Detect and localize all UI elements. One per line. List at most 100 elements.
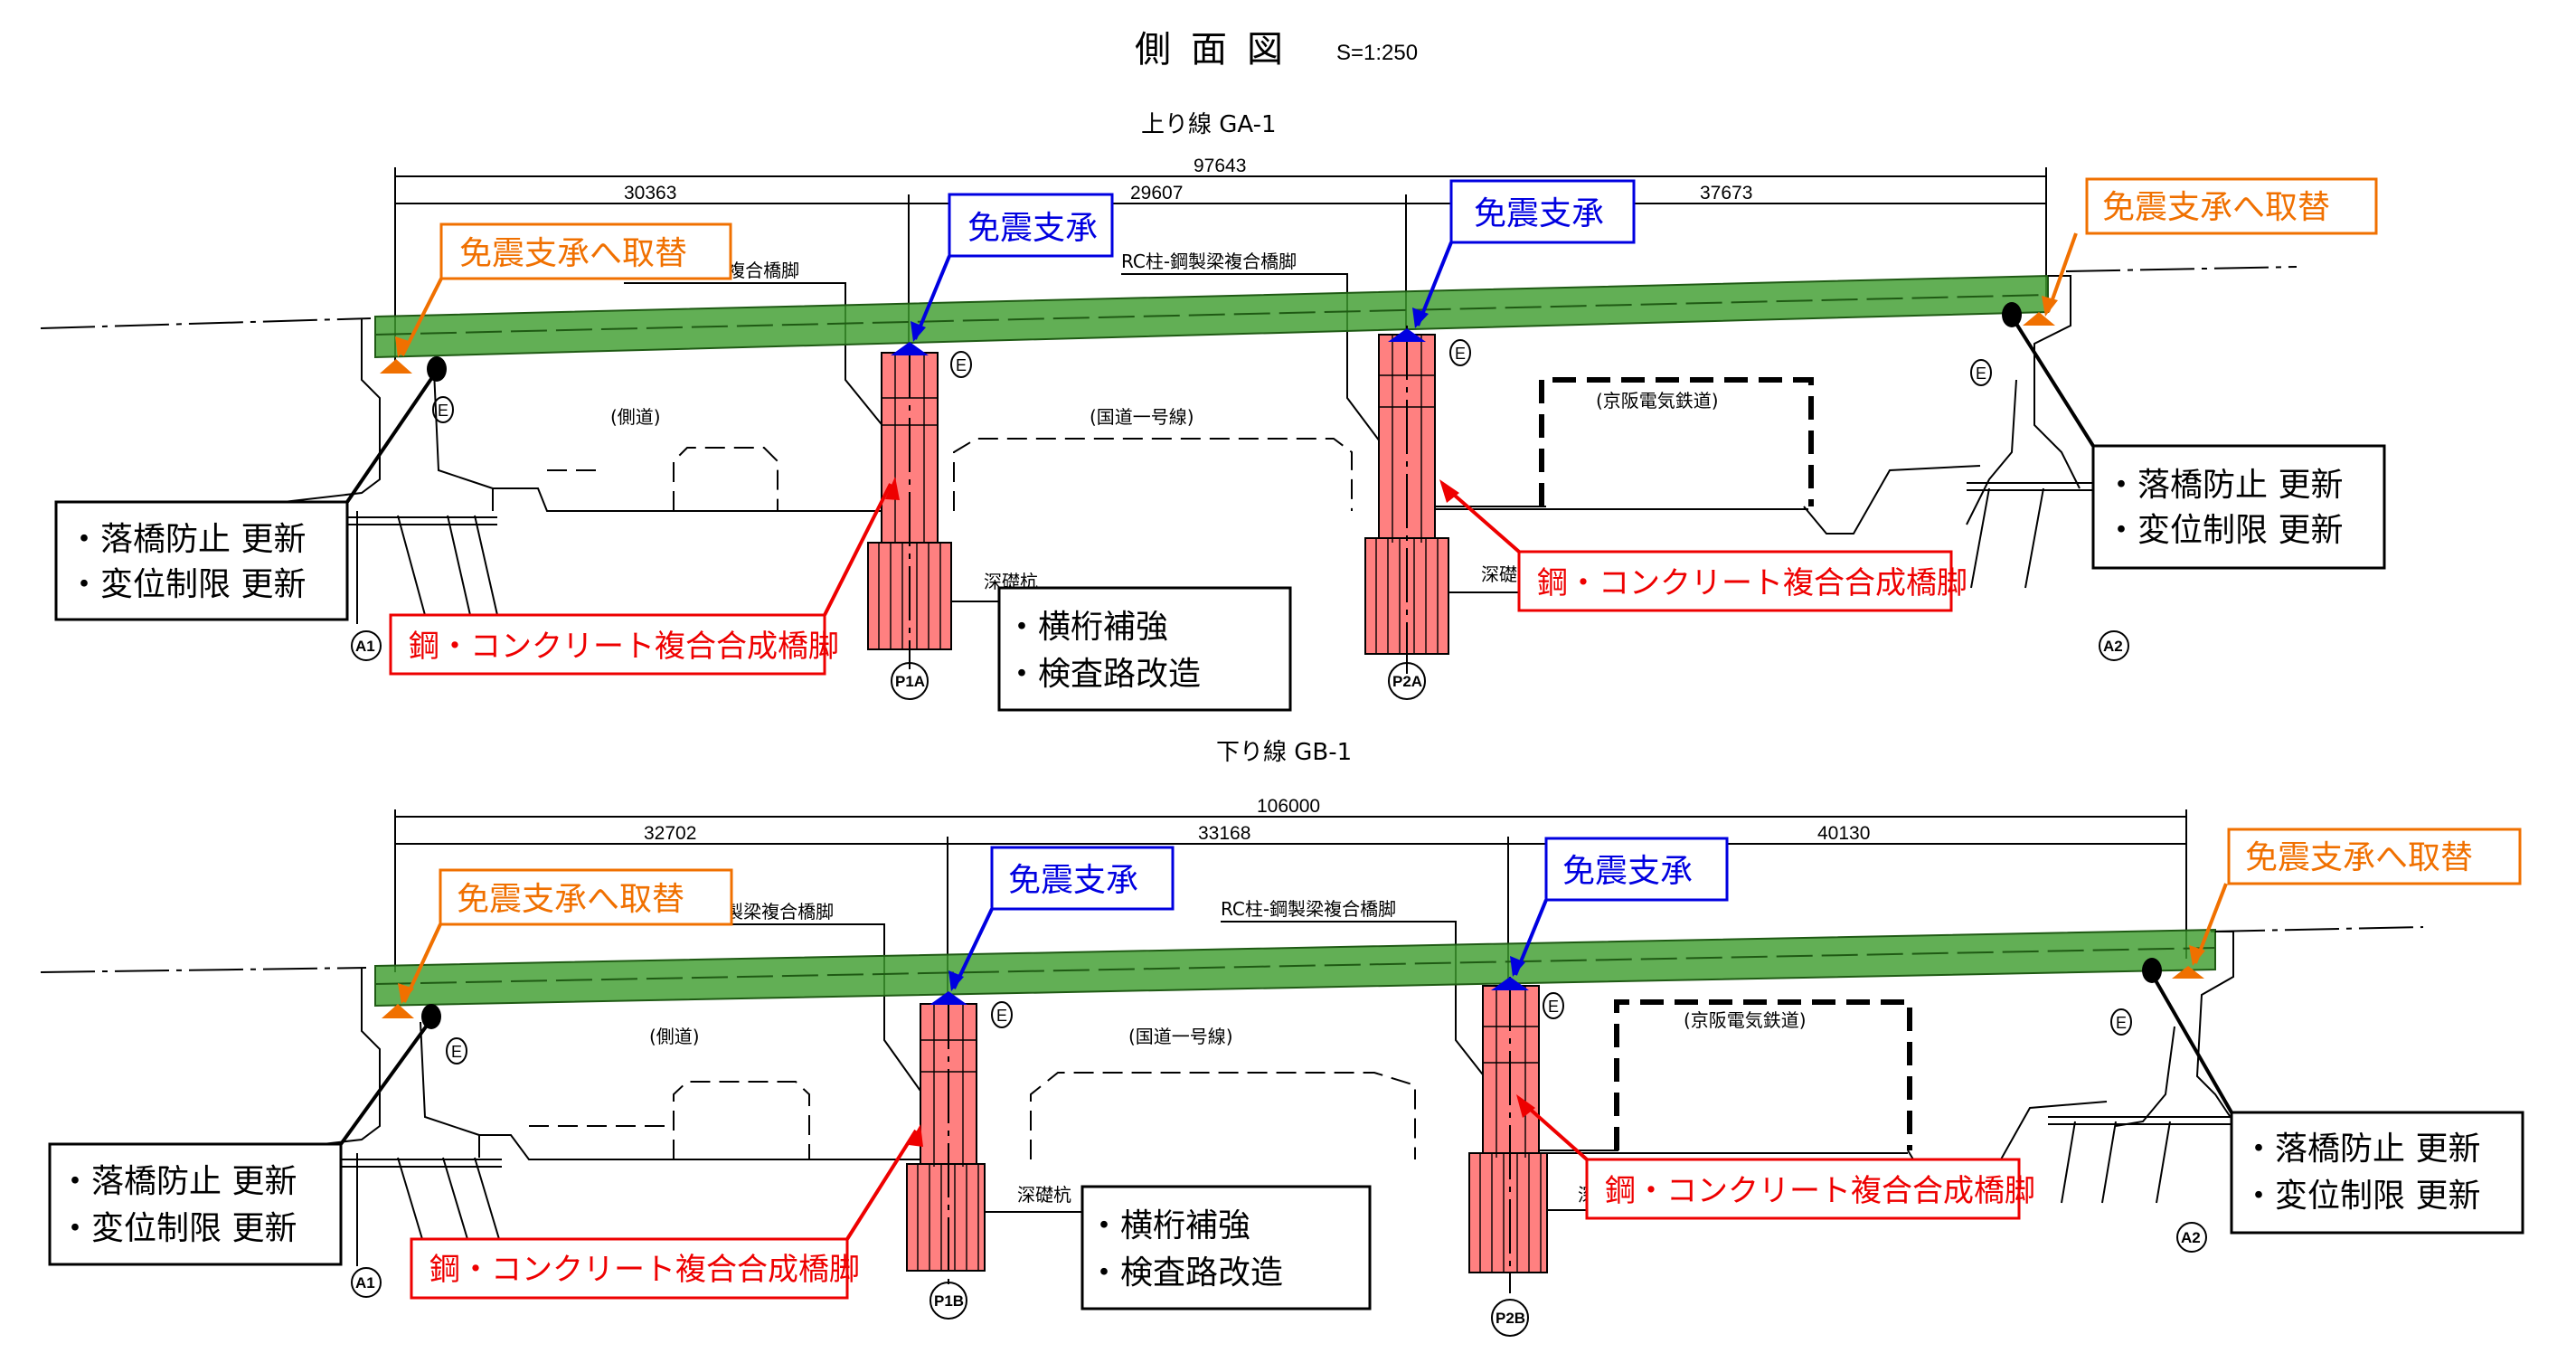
bearing-triangle (891, 342, 929, 355)
abutment-bearing-triangle (382, 1004, 414, 1018)
svg-text:・横桁補強: ・横桁補強 (1005, 609, 1168, 646)
pier-p1b (906, 991, 986, 1289)
callout-replace-bearing-a2: 免震支承へ取替 (2189, 828, 2522, 966)
restrainer-dot (2002, 302, 2022, 327)
e-marks: E E E E (432, 339, 1992, 423)
e-marks: E E E E (446, 992, 2132, 1064)
support-tags: A1 P1B P2B A2 (351, 1222, 2207, 1337)
svg-text:E: E (1548, 998, 1559, 1016)
abutment-bearing-triangle (2172, 966, 2204, 979)
restrainer-dot (2142, 958, 2162, 983)
svg-text:・落橋防止 更新: ・落橋防止 更新 (2242, 1131, 2480, 1168)
bearing-triangle (1491, 977, 1529, 990)
deep-pile-label: 深礎杭 (1017, 1184, 1071, 1206)
svg-text:E: E (1455, 345, 1466, 363)
svg-text:・検査路改造: ・検査路改造 (1005, 656, 1201, 693)
road-centerline (2210, 926, 2424, 932)
callout-composite-pier-p2b: 鋼・コンクリート複合合成橋脚 (1516, 1094, 2035, 1220)
callout-pier-works: ・横桁補強 ・検査路改造 (997, 586, 1292, 712)
callout-replace-bearing-a1: 免震支承へ取替 (398, 868, 733, 1004)
national-route-label: (国道一号線) (1090, 406, 1194, 428)
section-up-line: 上り線 GA-1 97643 30363 29607 37673 RC柱-鋼製梁… (40, 111, 2386, 712)
svg-text:・変位制限 更新: ・変位制限 更新 (68, 566, 306, 603)
girder (374, 274, 2049, 359)
bearing-triangle (1388, 328, 1426, 342)
svg-text:P1A: P1A (895, 673, 925, 690)
callout-composite-pier-p1a: 鋼・コンクリート複合合成橋脚 (389, 477, 900, 676)
railway-label: (京阪電気鉄道) (1596, 390, 1719, 412)
svg-text:・落橋防止 更新: ・落橋防止 更新 (2105, 467, 2343, 504)
restrainer-dot (421, 1004, 441, 1029)
svg-text:E: E (438, 402, 448, 420)
road-centerline (40, 967, 367, 973)
pier-p1a (867, 342, 952, 669)
callout-composite-pier-p1b: 鋼・コンクリート複合合成橋脚 (410, 1124, 923, 1300)
span-length-1: 30363 (624, 183, 676, 203)
pier-p2b (1468, 977, 1548, 1293)
section-title: 上り線 GA-1 (1141, 111, 1277, 138)
svg-text:免震支承へ取替: 免震支承へ取替 (2102, 189, 2330, 226)
railway-clearance (1539, 377, 1814, 506)
ground-profile (479, 999, 2108, 1181)
svg-text:A1: A1 (355, 638, 375, 655)
span-length-2: 29607 (1130, 183, 1183, 203)
callout-abutment-a2: ・落橋防止 更新 ・変位制限 更新 (2150, 973, 2524, 1235)
abutment-bearing-triangle (380, 359, 412, 374)
road-centerline (40, 317, 372, 329)
svg-text:P2A: P2A (1392, 673, 1422, 690)
svg-text:免震支承: 免震支承 (1562, 853, 1693, 890)
callout-abutment-a1: ・落橋防止 更新 ・変位制限 更新 (48, 1017, 433, 1266)
svg-text:E: E (2116, 1014, 2127, 1032)
svg-text:・横桁補強: ・横桁補強 (1088, 1207, 1250, 1244)
pier-p2a (1364, 326, 1449, 674)
svg-text:A2: A2 (2103, 638, 2123, 655)
bearing-triangle (929, 991, 967, 1005)
callout-abutment-a2: ・落橋防止 更新 ・変位制限 更新 (2010, 315, 2386, 570)
svg-text:免震支承へ取替: 免震支承へ取替 (2245, 839, 2473, 876)
svg-text:A2: A2 (2181, 1229, 2201, 1246)
svg-text:E: E (956, 356, 967, 374)
svg-text:P2B: P2B (1496, 1310, 1525, 1327)
side-road-label: (側道) (610, 406, 661, 428)
callout-replace-bearing-a2: 免震支承へ取替 (2042, 177, 2378, 317)
svg-text:免震支承へ取替: 免震支承へ取替 (457, 881, 684, 918)
svg-text:鋼・コンクリート複合合成橋脚: 鋼・コンクリート複合合成橋脚 (1605, 1173, 2035, 1209)
svg-text:E: E (451, 1043, 462, 1061)
section-title: 下り線 GB-1 (1216, 739, 1352, 766)
svg-text:E: E (996, 1007, 1007, 1025)
abutment-a2 (2048, 931, 2234, 1204)
abutment-a2 (1966, 275, 2098, 589)
ground-profile (493, 377, 1981, 535)
svg-text:免震支承へ取替: 免震支承へ取替 (459, 235, 687, 272)
svg-text:鋼・コンクリート複合合成橋脚: 鋼・コンクリート複合合成橋脚 (1537, 565, 1967, 601)
leader-line (658, 923, 937, 1113)
railway-label: (京阪電気鉄道) (1684, 1009, 1807, 1031)
total-length: 106000 (1257, 796, 1320, 817)
leader-line (1121, 273, 1402, 471)
svg-text:・変位制限 更新: ・変位制限 更新 (59, 1210, 297, 1247)
callout-seismic-bearing-p1b: 免震支承 (948, 846, 1175, 991)
rc-pier-label: RC柱-鋼製梁複合橋脚 (1221, 898, 1396, 920)
callout-seismic-bearing-p1a: 免震支承 (911, 193, 1114, 342)
svg-text:免震支承: 免震支承 (1474, 195, 1604, 232)
total-length: 97643 (1194, 156, 1246, 176)
svg-text:鋼・コンクリート複合合成橋脚: 鋼・コンクリート複合合成橋脚 (409, 629, 839, 665)
callout-seismic-bearing-p2a: 免震支承 (1412, 179, 1636, 328)
svg-text:E: E (1976, 364, 1986, 383)
svg-text:P1B: P1B (934, 1292, 964, 1310)
section-down-line: 下り線 GB-1 106000 32702 33168 40130 RC柱-鋼製… (40, 739, 2524, 1337)
girder (374, 928, 2216, 1008)
span-length-3: 37673 (1700, 183, 1752, 203)
dimension-lines (394, 167, 2047, 362)
callout-composite-pier-p2a: 鋼・コンクリート複合合成橋脚 (1439, 479, 1967, 612)
svg-text:免震支承: 免震支承 (1008, 862, 1138, 899)
callout-replace-bearing-a1: 免震支承へ取替 (395, 222, 732, 357)
svg-text:・落橋防止 更新: ・落橋防止 更新 (68, 521, 306, 558)
span-length-2: 33168 (1198, 823, 1250, 844)
callout-abutment-a1: ・落橋防止 更新 ・変位制限 更新 (54, 369, 439, 621)
svg-text:免震支承: 免震支承 (967, 210, 1098, 247)
svg-text:・変位制限 更新: ・変位制限 更新 (2105, 512, 2343, 549)
callout-seismic-bearing-p2b: 免震支承 (1510, 837, 1729, 977)
svg-text:鋼・コンクリート複合合成橋脚: 鋼・コンクリート複合合成橋脚 (429, 1252, 860, 1288)
